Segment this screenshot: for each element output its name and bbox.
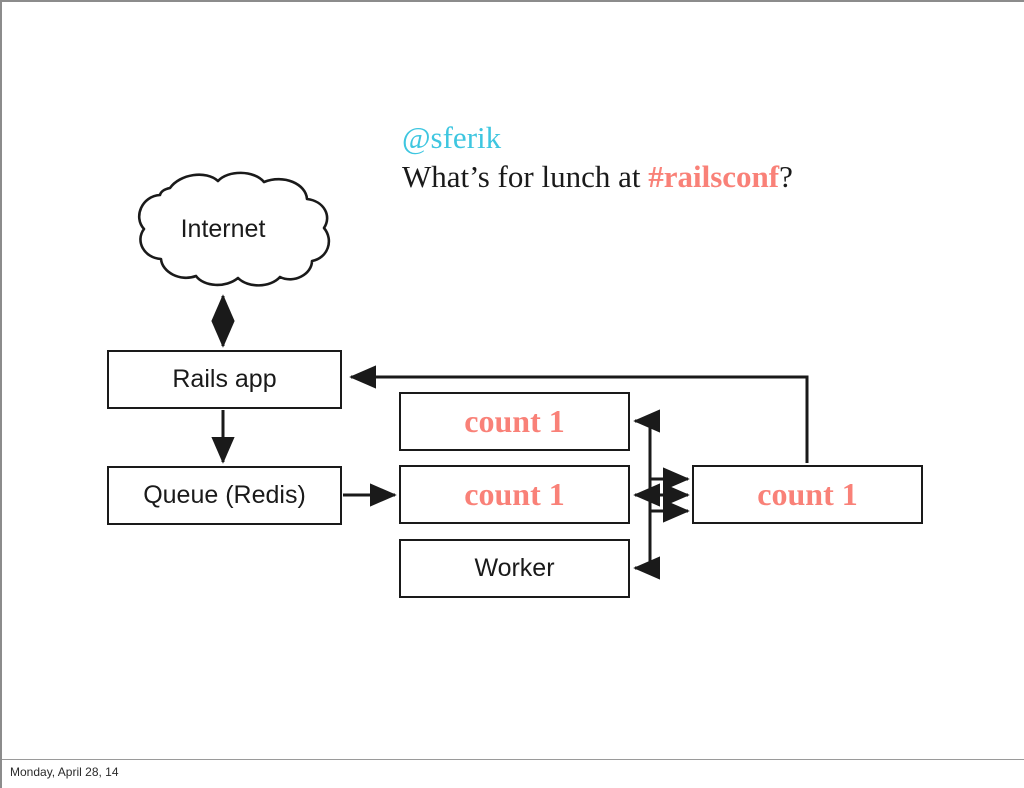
box-worker[interactable]: Worker [399, 539, 630, 598]
box-count-right[interactable]: count 1 [692, 465, 923, 524]
internet-cloud: Internet [110, 174, 336, 284]
box-rails-app-label: Rails app [172, 365, 277, 393]
box-queue-redis[interactable]: Queue (Redis) [107, 466, 342, 525]
tweet-handle: @sferik [402, 120, 502, 155]
box-count-right-label: count 1 [757, 476, 858, 512]
box-count-middle[interactable]: count 1 [399, 465, 630, 524]
arrow-count-c-rails [349, 365, 809, 463]
box-count-top-label: count 1 [464, 403, 565, 439]
internet-cloud-label: Internet [180, 214, 266, 243]
tweet-text-before: What’s for lunch at [402, 158, 649, 194]
arrow-trunk-worker [633, 495, 661, 580]
tweet-text: What’s for lunch at #railsconf? [402, 159, 1002, 196]
cloud-shape [138, 171, 331, 287]
tweet-block: @sferik What’s for lunch at #railsconf? [402, 120, 1002, 195]
box-worker-label: Worker [474, 554, 555, 582]
tweet-hashtag: #railsconf [648, 158, 780, 194]
box-count-middle-label: count 1 [464, 476, 565, 512]
footer-date: Monday, April 28, 14 [10, 765, 119, 779]
tweet-text-after: ? [779, 158, 793, 194]
box-rails-app[interactable]: Rails app [107, 350, 342, 409]
footer-divider [2, 759, 1024, 760]
arrow-trunk-count-a [633, 409, 661, 495]
box-queue-redis-label: Queue (Redis) [143, 481, 306, 509]
box-count-top[interactable]: count 1 [399, 392, 630, 451]
